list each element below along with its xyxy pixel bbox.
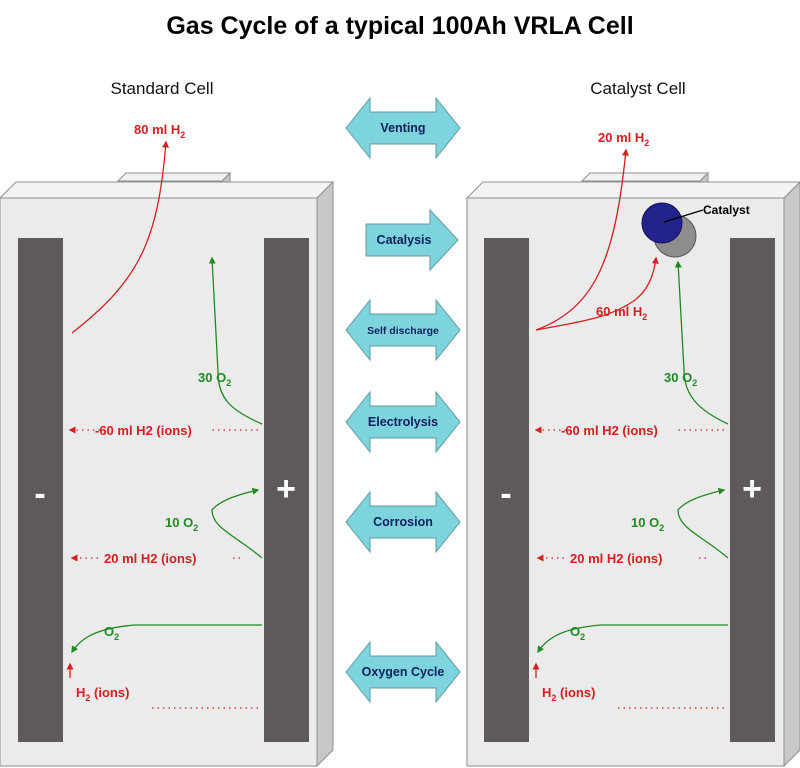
catalyst-positive-plate xyxy=(730,238,775,742)
process-venting-arrow: Venting xyxy=(345,96,461,160)
catalyst-o2-low-arrow xyxy=(537,624,728,654)
catalyst-o2-top-arrow xyxy=(674,260,729,425)
standard-o2-low-label: O2 xyxy=(104,624,119,642)
catalyst-h2-ions-20-label: 20 ml H2 (ions) xyxy=(570,551,662,566)
standard-h2-ions-20-label: 20 ml H2 (ions) xyxy=(104,551,196,566)
standard-cell-heading: Standard Cell xyxy=(110,79,213,98)
catalyst-h2-bottom-label: H2 (ions) xyxy=(542,685,595,703)
catalyst-h2-to-catalyst-arrow xyxy=(535,256,659,331)
catalyst-cell: Catalyst Cell - + Catalyst 20 ml H2 xyxy=(465,79,800,768)
catalyst-negative-sign: - xyxy=(500,475,511,513)
process-venting-label: Venting xyxy=(380,121,425,135)
process-oxygen-cycle-arrow: Oxygen Cycle xyxy=(345,640,461,704)
standard-negative-plate xyxy=(18,238,63,742)
catalyst-h2-to-catalyst-label: 60 ml H2 xyxy=(596,304,647,322)
standard-positive-sign: + xyxy=(276,470,296,508)
process-corrosion-label: Corrosion xyxy=(373,515,433,529)
standard-h2-ions-60-label: -60 ml H2 (ions) xyxy=(95,423,192,438)
standard-negative-sign: - xyxy=(34,475,45,513)
standard-h2-bottom-label: H2 (ions) xyxy=(76,685,129,703)
catalyst-o2-low-label: O2 xyxy=(570,624,585,642)
process-arrows: Venting Catalysis Self discharge Electro… xyxy=(345,96,461,704)
process-catalysis-label: Catalysis xyxy=(377,233,432,247)
process-self-discharge-label: Self discharge xyxy=(367,325,439,337)
process-electrolysis-label: Electrolysis xyxy=(368,415,438,429)
standard-positive-plate xyxy=(264,238,309,742)
catalyst-positive-sign: + xyxy=(742,470,762,508)
catalyst-o2-mid-label: 10 O2 xyxy=(631,515,664,533)
catalyst-vent-h2-arrow xyxy=(535,148,629,331)
catalyst-cell-heading: Catalyst Cell xyxy=(590,79,685,98)
catalyst-label: Catalyst xyxy=(703,203,750,217)
catalyst-negative-plate xyxy=(484,238,529,742)
standard-o2-mid-arrow xyxy=(211,487,263,559)
standard-vent-h2-label: 80 ml H2 xyxy=(134,122,185,140)
standard-o2-top-arrow xyxy=(208,256,263,425)
catalyst-h2-ions-60-label: -60 ml H2 (ions) xyxy=(561,423,658,438)
catalyst-pellet xyxy=(641,202,704,258)
standard-vent-h2-arrow xyxy=(71,140,170,334)
process-catalysis-arrow: Catalysis xyxy=(365,208,459,272)
catalyst-vent-h2-label: 20 ml H2 xyxy=(598,130,649,148)
catalyst-o2-mid-arrow xyxy=(677,487,729,559)
process-corrosion-arrow: Corrosion xyxy=(345,490,461,554)
standard-cell: Standard Cell - + 80 ml H2 30 O2 -60 ml … xyxy=(0,79,335,768)
process-self-discharge-arrow: Self discharge xyxy=(345,298,461,362)
diagram-title: Gas Cycle of a typical 100Ah VRLA Cell xyxy=(166,12,633,40)
catalyst-o2-top-label: 30 O2 xyxy=(664,370,697,388)
standard-o2-low-arrow xyxy=(71,624,262,654)
standard-o2-mid-label: 10 O2 xyxy=(165,515,198,533)
process-oxygen-cycle-label: Oxygen Cycle xyxy=(362,665,445,679)
process-electrolysis-arrow: Electrolysis xyxy=(345,390,461,454)
standard-o2-top-label: 30 O2 xyxy=(198,370,231,388)
